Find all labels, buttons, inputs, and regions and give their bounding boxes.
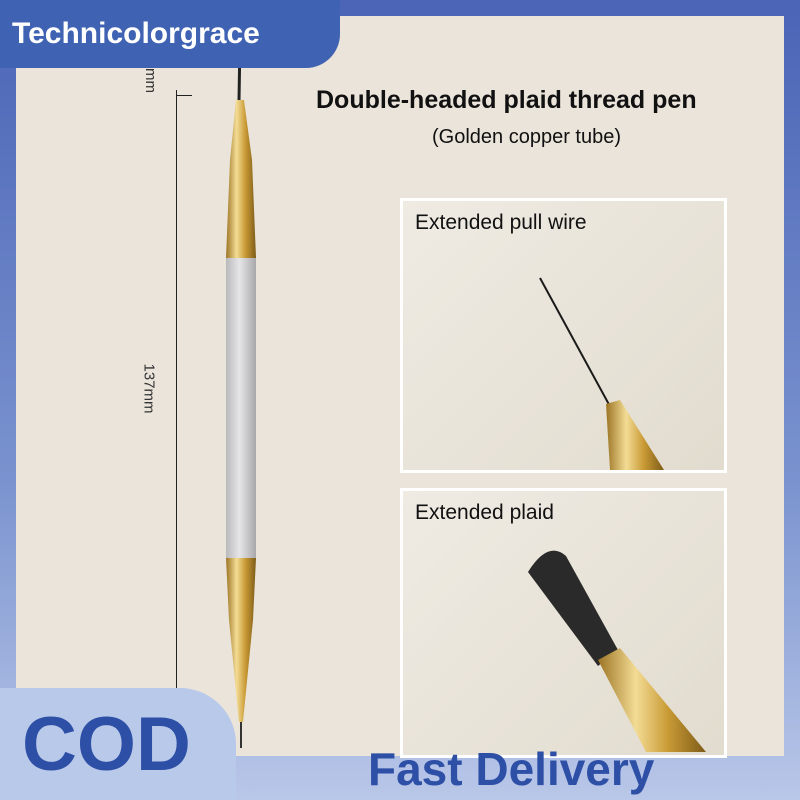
brand-banner: Technicolorgrace [0, 0, 340, 68]
product-subtitle: (Golden copper tube) [432, 126, 622, 148]
brand-name: Technicolorgrace [12, 17, 260, 50]
top-dimension-label: mm [142, 68, 159, 93]
detail-card-pull-wire: Extended pull wire [400, 198, 727, 473]
detail-label-plaid: Extended plaid [415, 501, 554, 524]
dimension-line [176, 90, 177, 740]
product-title: Double-headed plaid thread pen [316, 86, 697, 114]
detail-label-pull-wire: Extended pull wire [415, 211, 587, 234]
dimension-tick [176, 95, 192, 96]
cod-text: COD [22, 701, 191, 787]
cod-badge: COD [0, 688, 236, 800]
detail-card-plaid: Extended plaid [400, 488, 727, 758]
fast-delivery-text: Fast Delivery [368, 743, 655, 795]
length-dimension-label: 137mm [140, 363, 158, 414]
